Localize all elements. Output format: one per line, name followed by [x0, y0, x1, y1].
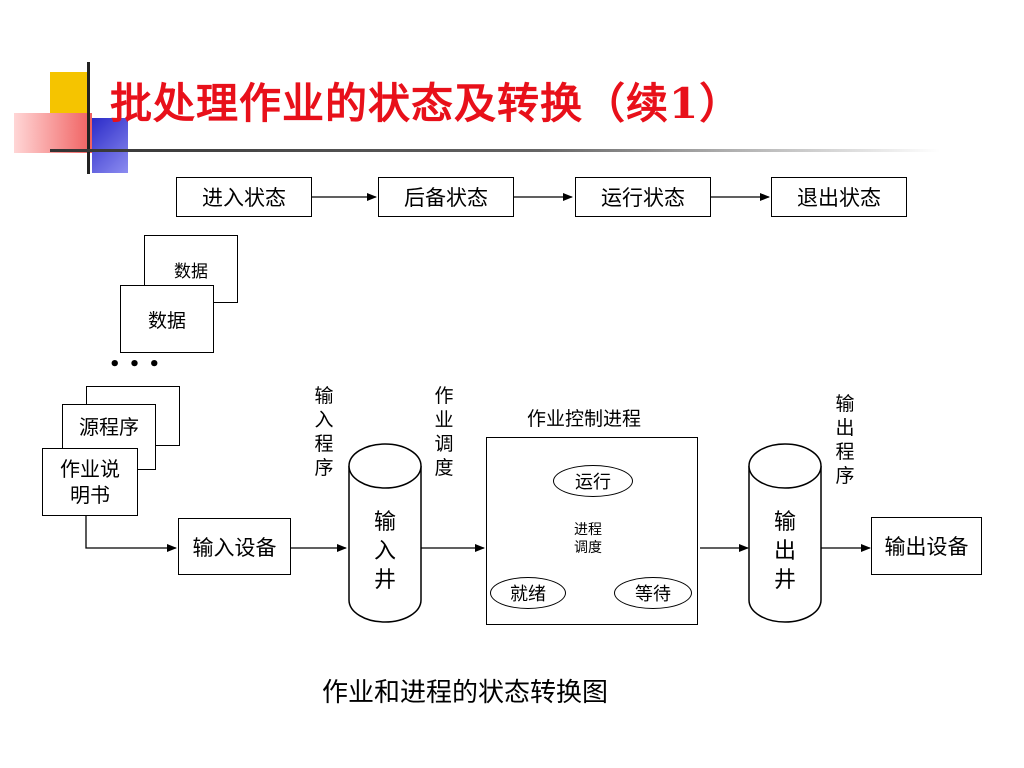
deco-vertical-line: [87, 62, 90, 174]
page-title: 批处理作业的状态及转换（续1）: [110, 79, 743, 128]
diagram-caption: 作业和进程的状态转换图: [322, 678, 609, 708]
input-program-label: 输入程序: [314, 385, 334, 479]
deco-blue-square: [92, 118, 128, 173]
arrow-docs-to-input-device: [85, 514, 177, 552]
input-well-label: 输入井: [373, 510, 396, 593]
state-enter: 进入状态: [176, 177, 312, 217]
state-backup: 后备状态: [378, 177, 514, 217]
title-underline: [50, 149, 940, 152]
state-exit: 退出状态: [771, 177, 907, 217]
output-program-label: 输出程序: [835, 393, 855, 487]
state-running: 运行状态: [575, 177, 711, 217]
deco-red-bar: [14, 113, 92, 153]
job-description-card: 作业说明书: [42, 448, 138, 516]
process-state-waiting: 等待: [614, 577, 692, 609]
output-well-label: 输出井: [773, 510, 796, 593]
job-scheduling-label: 作业调度: [434, 385, 454, 479]
output-device: 输出设备: [871, 517, 982, 575]
output-well-cylinder: [748, 443, 822, 623]
process-scheduling-label: 进程调度: [574, 522, 602, 556]
ellipsis-dots: • • •: [109, 354, 162, 375]
input-well-cylinder: [348, 443, 422, 623]
process-state-running: 运行: [553, 465, 633, 497]
job-control-process-label: 作业控制进程: [527, 408, 642, 430]
input-device: 输入设备: [178, 518, 291, 575]
data-card-front: 数据: [120, 285, 214, 353]
process-state-ready: 就绪: [490, 577, 566, 609]
